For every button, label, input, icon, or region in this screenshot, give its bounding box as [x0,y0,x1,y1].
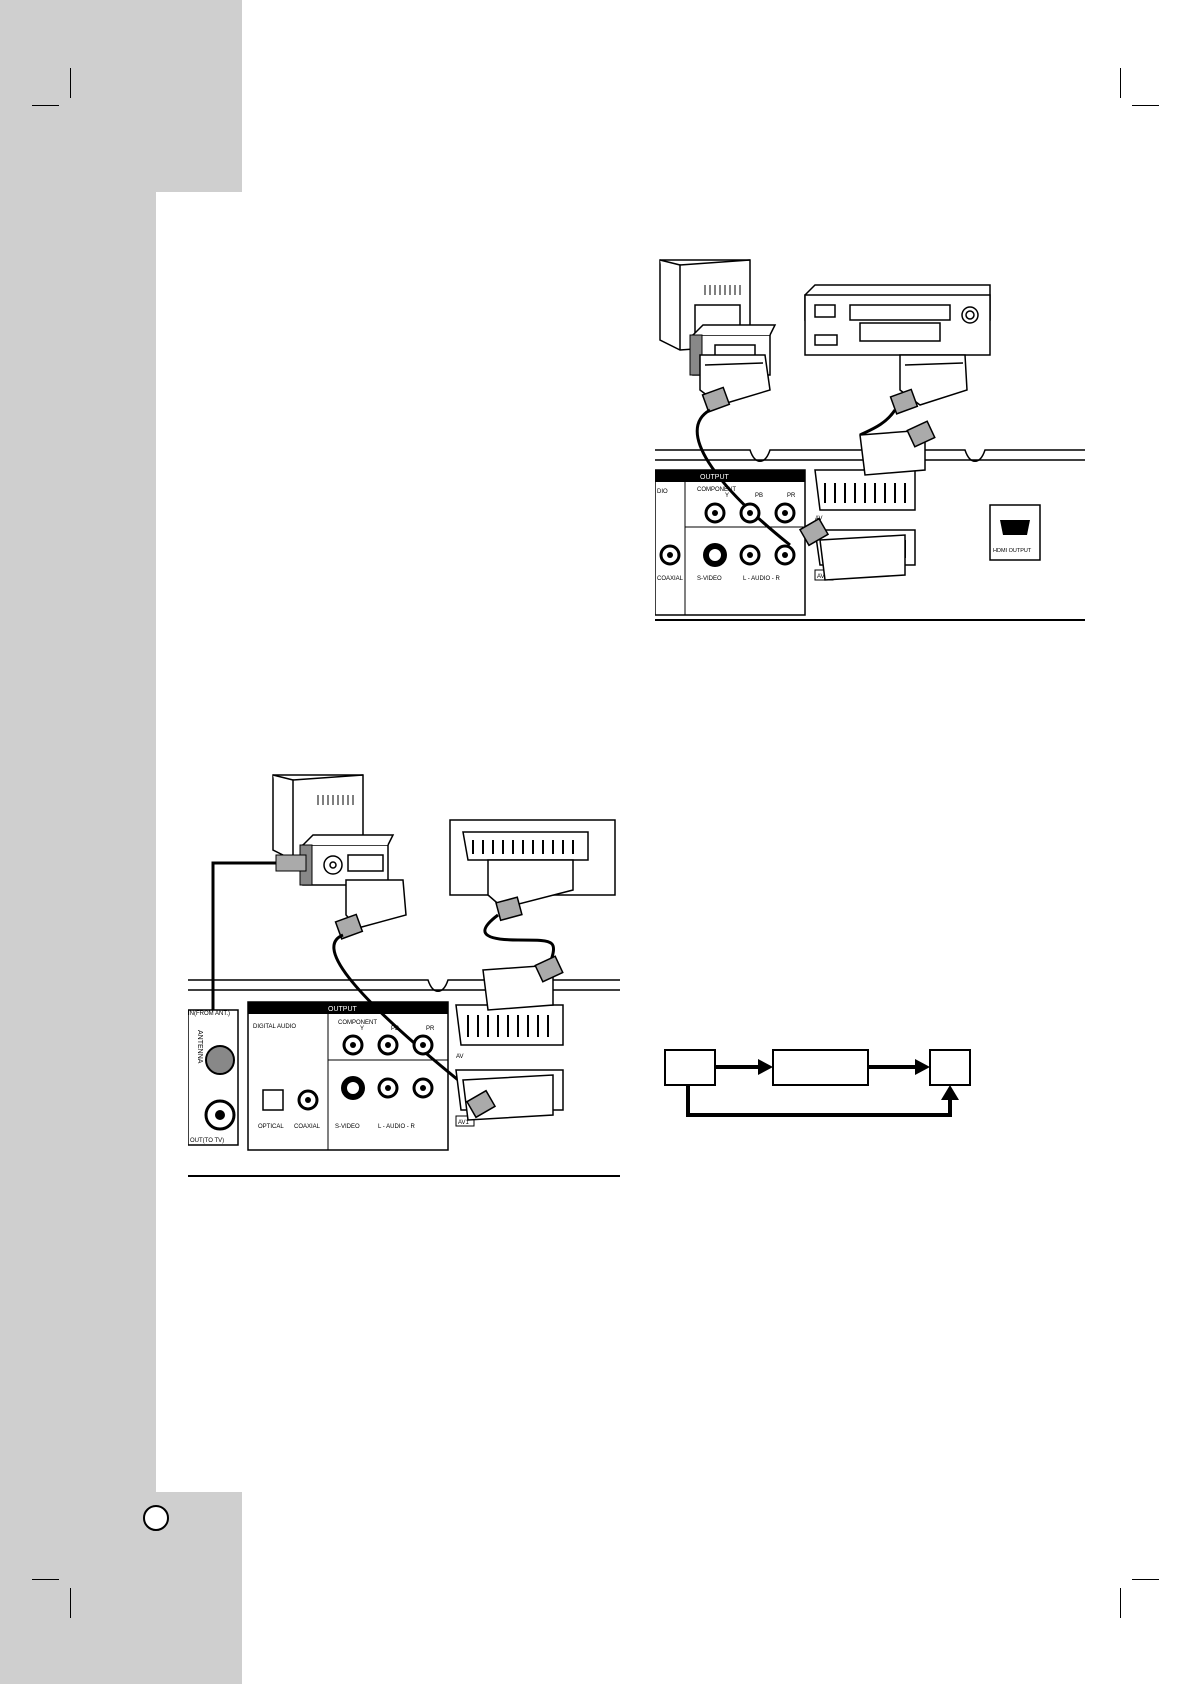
label-coaxial: COAXIAL [657,576,684,582]
bottom-grey-band [0,1492,242,1684]
output-panel-header [248,1002,448,1014]
tv-illustration [659,259,777,376]
flow-arrow-bypass [686,1085,952,1117]
signal-flow-diagram [664,1049,971,1117]
label-av2: AV [456,1054,464,1060]
label-audio-lr: L - AUDIO - R [378,1124,415,1130]
scart-plug-av2 [482,955,564,1011]
label-coaxial: COAXIAL [294,1124,321,1130]
flow-box-destination [929,1049,971,1086]
rf-cable [211,861,276,1060]
scart-plug-external [487,859,574,922]
cable-tv-av1 [695,408,791,547]
crop-mark-bl-v [70,1588,71,1618]
label-pr: PR [787,493,796,499]
label-hdmi: HDMI OUTPUT [993,548,1032,554]
label-component: COMPONENT [338,1020,377,1026]
flow-box-middle [772,1049,869,1086]
crop-mark-br-v [1120,1588,1121,1618]
vcr-illustration [804,284,991,356]
label-in-from-ant: IN(FROM ANT.) [188,1011,230,1017]
cable-vcr-av2 [859,409,897,437]
label-digital-audio: DIGITAL AUDIO [253,1024,296,1030]
label-y: Y [360,1026,364,1032]
cable-external-av2 [483,913,556,971]
label-av1: AV1 [817,574,829,580]
bottom-connection-diagram: IN(FROM ANT.) ANTENNA OUT(TO TV) OUTPUT … [188,774,620,1177]
crop-mark-br-h [1132,1579,1159,1580]
label-optical: OPTICAL [258,1124,284,1130]
flow-box-source [664,1049,716,1086]
hdmi-port [1000,520,1030,535]
label-pr: PR [426,1026,435,1032]
label-audio-lr: L - AUDIO - R [743,576,780,582]
scart-plug-tv [699,354,771,413]
crop-mark-bl-h [32,1579,59,1580]
scart-plug-vcr [889,354,968,415]
label-pb: PB [755,493,763,499]
crop-mark-tr-h [1132,105,1159,106]
top-connection-diagram: OUTPUT DIO COMPONENT Y PB PR COAXIAL S-V… [655,259,1085,621]
left-grey-band [0,192,156,1492]
label-svideo: S-VIDEO [697,576,722,582]
label-svideo: S-VIDEO [335,1124,360,1130]
label-pb: PB [391,1026,399,1032]
antenna-in-jack [205,1045,235,1075]
optical-jack [262,1089,284,1111]
scart-socket-av2 [814,469,916,511]
scart-plug-tv [334,879,407,940]
crop-mark-tr-v [1120,68,1121,98]
tv-illustration [272,774,395,886]
top-grey-band [0,0,242,192]
crop-mark-tl-v [70,68,71,98]
crop-mark-tl-h [32,105,59,106]
page-number-badge [143,1505,169,1531]
label-antenna: ANTENNA [196,1030,203,1064]
panel-title: OUTPUT [328,1006,358,1013]
label-out-to-tv: OUT(TO TV) [190,1138,224,1144]
scart-plug-av2 [859,420,936,476]
scart-plug-av1 [798,517,906,581]
rf-plug [275,854,307,872]
label-y: Y [725,493,729,499]
panel-title: OUTPUT [700,474,730,481]
scart-plug-av1 [462,1074,554,1121]
label-component: COMPONENT [697,487,736,493]
scart-socket-av2 [455,1004,564,1046]
label-av1: AV1 [458,1120,470,1126]
output-panel-header [655,470,805,482]
external-scart-socket [462,831,589,861]
label-audio: DIO [657,489,668,495]
